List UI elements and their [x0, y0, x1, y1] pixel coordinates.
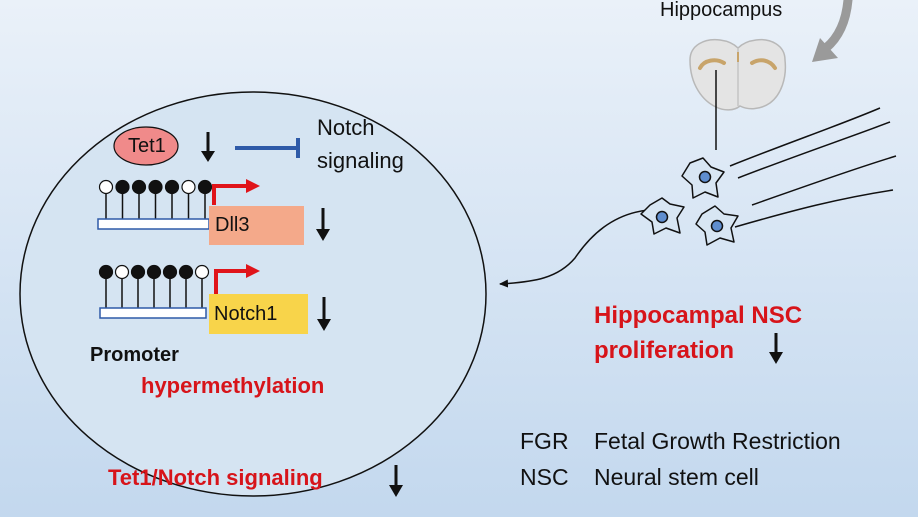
notch1-down-arrow: [317, 297, 331, 331]
notch1-gene-box: [209, 294, 308, 334]
notch1-label: Notch1: [214, 303, 278, 325]
notch-signaling-label-line1: Notch: [317, 115, 375, 140]
notch1-methylated-site: [178, 264, 194, 280]
tet1-label: Tet1: [128, 135, 166, 157]
inhibition-symbol: [235, 138, 300, 158]
tet1-down-arrow: [201, 132, 215, 162]
dll3-gene-box: [209, 206, 304, 245]
dll3-tss-arrow: [212, 179, 260, 205]
notch1-methylated-site: [146, 264, 162, 280]
notch1-promoter-bar: [99, 307, 207, 319]
proliferation-label: proliferation: [594, 337, 735, 364]
notch1-unmethylated-site: [194, 264, 210, 280]
glossary-full-fgr: Fetal Growth Restriction: [594, 428, 841, 454]
hippocampal-nsc-label: Hippocampal NSC: [594, 302, 803, 329]
notch-signaling-label-line2: signaling: [317, 148, 404, 173]
dll3-methylated-site: [115, 179, 130, 195]
dll3-unmethylated-site: [98, 179, 114, 195]
tet1-notch-signaling-label: Tet1/Notch signaling: [108, 465, 323, 490]
dll3-methylation-sites: [98, 179, 213, 220]
neural-stem-cells: [640, 157, 739, 246]
notch1-methylated-site: [98, 264, 114, 280]
dll3-promoter-bar: [97, 218, 210, 230]
brain-icon: [689, 38, 787, 111]
dll3-methylated-site: [131, 179, 147, 195]
glossary-abbr-fgr: FGR: [520, 428, 569, 454]
tet1-oval: [113, 126, 179, 166]
promoter-label: Promoter: [90, 344, 179, 366]
dll3-label: Dll3: [215, 214, 250, 236]
tet1-notch-down-arrow: [389, 465, 403, 497]
hippocampus-label: Hippocampus: [660, 0, 783, 21]
proliferation-down-arrow: [769, 333, 783, 364]
notch1-unmethylated-site: [114, 264, 130, 280]
hypermethylation-label: hypermethylation: [141, 373, 325, 398]
dll3-methylated-site: [164, 179, 180, 195]
glossary-full-nsc: Neural stem cell: [594, 464, 759, 490]
dll3-methylated-site: [197, 179, 213, 195]
dll3-methylated-site: [148, 179, 163, 195]
notch1-methylated-site: [130, 264, 146, 280]
neural-fibers: [499, 107, 897, 288]
notch1-tss-arrow: [214, 264, 260, 294]
notch1-methylation-sites: [98, 264, 210, 309]
notch1-methylated-site: [162, 264, 178, 280]
gray-curved-arrow: [812, 0, 853, 62]
glossary-abbr-nsc: NSC: [520, 464, 569, 490]
dll3-unmethylated-site: [181, 179, 196, 195]
dll3-down-arrow: [316, 208, 330, 241]
